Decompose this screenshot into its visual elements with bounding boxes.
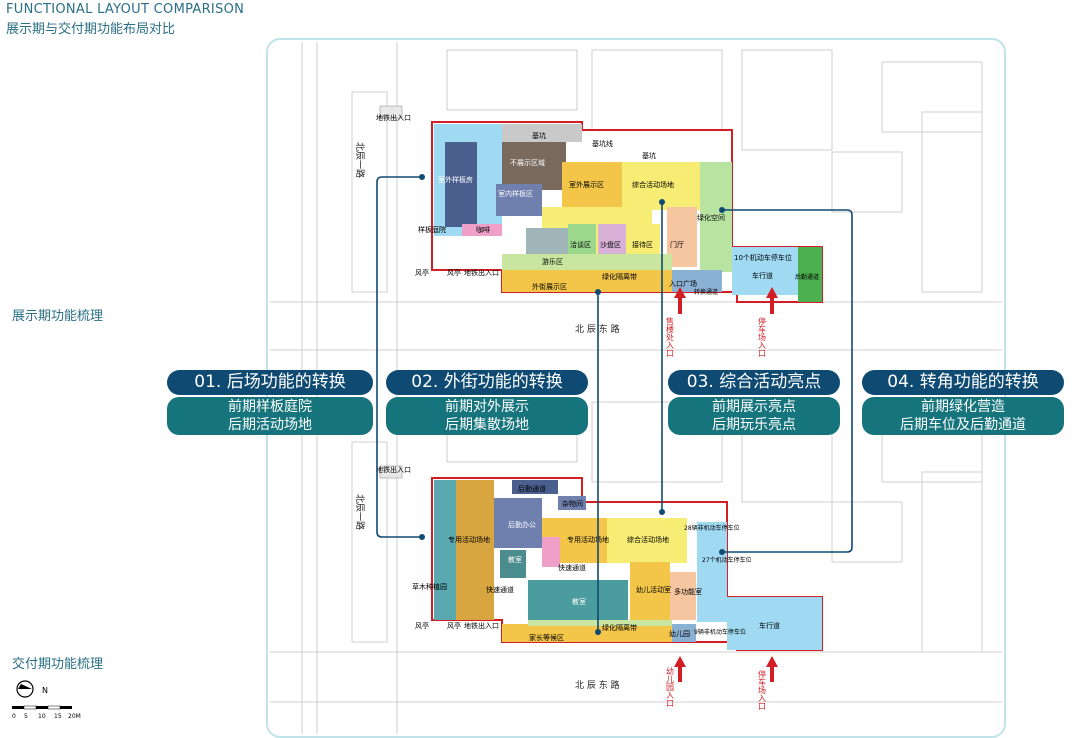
top-foundation-edge: 基坑线 [592, 139, 613, 148]
top-play: 游乐区 [542, 257, 563, 266]
transition-4-tag: 前期绿化营造后期车位及后勤通道 [862, 397, 1064, 435]
bot-activity: 专用活动场地 [448, 535, 490, 544]
bot-grass: 草木种植园 [412, 582, 447, 591]
north-label: N [42, 686, 48, 695]
transition-4-title: 04. 转角功能的转换 [862, 370, 1064, 395]
top-road-v: 北辰一路 [354, 142, 366, 178]
top-green-space: 绿化空间 [697, 213, 725, 222]
top-multi-area: 综合活动场地 [632, 180, 674, 189]
bot-activity2: 专用活动场地 [567, 535, 609, 544]
top-enter1: 售楼处入口 [666, 316, 675, 357]
bot-fast-lane: 快速通道 [486, 585, 514, 594]
transition-2-title: 02. 外街功能的转换 [386, 370, 588, 395]
section-exhibition: 展示期功能梳理 [12, 309, 104, 324]
bot-green-belt: 绿化隔离带 [602, 623, 637, 632]
bottom-plan: 后勤通道 杂物间 后勤办公 专用活动场地 专用活动场地 综合活动场地 教室 教室… [354, 465, 823, 710]
top-wind2: 风亭 [447, 268, 461, 277]
top-subway1: 地铁出入口 [376, 113, 411, 122]
bot-wind2: 风亭 [447, 621, 461, 630]
top-no-show: 不展示区域 [510, 158, 545, 167]
bot-subway2: 地铁出入口 [464, 621, 499, 630]
site-plan-svg: 基坑 基坑线 基坑 室外样板房 室内样板区 不展示区域 室外展示区 综合活动场地… [270, 42, 1002, 734]
bot-classroom: 教室 [508, 555, 522, 564]
title-en: FUNCTIONAL LAYOUT COMPARISON [6, 2, 245, 17]
bot-office: 后勤办公 [508, 520, 536, 529]
top-cafe: 咖啡 [476, 225, 490, 234]
transition-3-tag: 前期展示亮点后期玩乐亮点 [668, 397, 840, 435]
north-arrow-icon [16, 680, 34, 698]
transition-1-title: 01. 后场功能的转换 [167, 370, 373, 395]
north-arrow: N 0 5 10 15 20M [12, 680, 102, 729]
bot-multi-room: 多功能室 [674, 587, 702, 596]
bot-multi-area: 综合活动场地 [627, 535, 669, 544]
bot-service-lane: 后勤通道 [518, 484, 546, 493]
top-transfer: 转换通道 [694, 288, 718, 296]
bot-enter1: 幼儿园入口 [666, 666, 675, 707]
top-nego: 洽谈区 [570, 240, 591, 249]
scale-10: 10 [38, 713, 46, 720]
bot-wind1: 风亭 [415, 621, 429, 630]
bot-parking27: 27个机动车停车位 [702, 556, 752, 564]
bot-road-h: 北 辰 东 路 [575, 679, 620, 691]
connector-lines [376, 176, 853, 632]
top-wind1: 风亭 [415, 268, 429, 277]
top-foundation: 基坑 [532, 131, 546, 140]
top-indoor-room: 室内样板区 [498, 189, 533, 198]
top-outdoor-show: 室外展示区 [569, 180, 604, 189]
top-enter2: 停车场入口 [758, 316, 767, 357]
bot-road-v: 北辰一路 [354, 494, 366, 530]
scale-20: 20M [68, 713, 81, 720]
top-recv: 接待区 [632, 240, 653, 249]
top-courtyard: 样板庭院 [418, 225, 446, 234]
bot-parent-wait: 家长等候区 [529, 633, 564, 642]
section-delivery: 交付期功能梳理 [12, 657, 104, 672]
transition-2-tag: 前期对外展示后期集散场地 [386, 397, 588, 435]
bot-play-room: 幼儿活动室 [636, 585, 671, 594]
transition-1-tag: 前期样板庭院后期活动场地 [167, 397, 373, 435]
bot-bike2: 9辆非机动车停车位 [694, 628, 746, 636]
top-sand: 沙盘区 [600, 240, 621, 249]
transition-3-title: 03. 综合活动亮点 [668, 370, 840, 395]
top-subway2: 地铁出入口 [464, 268, 499, 277]
bot-classroom2: 教室 [572, 597, 586, 606]
top-lane: 车行道 [752, 271, 773, 280]
bot-fast-lane2: 快速通道 [558, 563, 586, 572]
top-parking10: 10个机动车停车位 [734, 253, 792, 262]
top-entry-hall: 门厅 [670, 240, 684, 249]
bot-lane: 车行道 [759, 621, 780, 630]
bot-enter2: 停车场入口 [758, 669, 767, 710]
top-plan: 基坑 基坑线 基坑 室外样板房 室内样板区 不展示区域 室外展示区 综合活动场地… [354, 113, 823, 357]
bot-bike: 28辆非机动车停车位 [684, 524, 740, 532]
scale-5: 5 [24, 713, 28, 720]
top-street-show: 外街展示区 [532, 282, 567, 291]
bot-subway1: 地铁出入口 [376, 465, 411, 474]
top-foundation2: 基坑 [642, 151, 656, 160]
bot-storage: 杂物间 [562, 499, 583, 508]
scale-0: 0 [12, 713, 16, 720]
title-cn: 展示期与交付期功能布局对比 [6, 22, 176, 37]
top-green-belt: 绿化隔离带 [602, 272, 637, 281]
top-service-lane: 后勤通道 [795, 273, 819, 281]
top-entry-plaza: 入口广场 [669, 279, 697, 288]
bot-kinder-entry: 幼儿园 [669, 629, 690, 638]
scale-15: 15 [54, 713, 62, 720]
top-outdoor-room: 室外样板房 [438, 175, 473, 184]
